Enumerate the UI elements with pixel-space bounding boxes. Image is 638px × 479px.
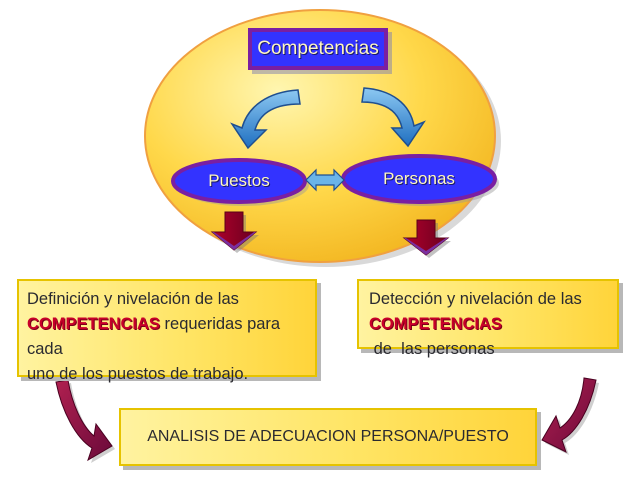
deteccion-panel: Detección y nivelación de las COMPETENCI… bbox=[357, 279, 619, 358]
definicion-line-2: COMPETENCIAS requeridas para cada bbox=[27, 312, 307, 362]
curved-arrow-right bbox=[361, 87, 426, 148]
puestos-label: Puestos bbox=[208, 171, 270, 190]
personas-label: Personas bbox=[383, 169, 455, 188]
curved-arrow-left bbox=[230, 89, 301, 150]
definicion-line-1: Definición y nivelación de las bbox=[27, 290, 239, 308]
definicion-line-2-rest: requeridas para cada bbox=[27, 315, 281, 358]
competencias-highlight: COMPETENCIAS bbox=[27, 315, 160, 333]
competencias-box: Competencias bbox=[248, 28, 388, 70]
deteccion-line-2-rest: de las personas bbox=[369, 340, 495, 358]
analisis-panel: ANALISIS DE ADECUACION PERSONA/PUESTO bbox=[119, 408, 537, 466]
definicion-panel: Definición y nivelación de las COMPETENC… bbox=[17, 279, 317, 383]
competencias-label: Competencias bbox=[257, 38, 379, 59]
double-arrow-icon bbox=[305, 168, 345, 192]
down-arrow-right bbox=[402, 219, 451, 258]
oval-puestos bbox=[171, 158, 307, 204]
side-arrow-right bbox=[541, 377, 599, 455]
analisis-label: ANALISIS DE ADECUACION PERSONA/PUESTO bbox=[147, 428, 509, 445]
deteccion-line-2: COMPETENCIAS de las personas bbox=[369, 312, 607, 362]
down-arrow-left bbox=[210, 211, 259, 253]
side-arrow-left bbox=[55, 379, 115, 463]
competencias-highlight: COMPETENCIAS bbox=[369, 315, 502, 333]
deteccion-line-1: Detección y nivelación de las bbox=[369, 290, 582, 308]
definicion-line-3: uno de los puestos de trabajo. bbox=[27, 365, 249, 383]
